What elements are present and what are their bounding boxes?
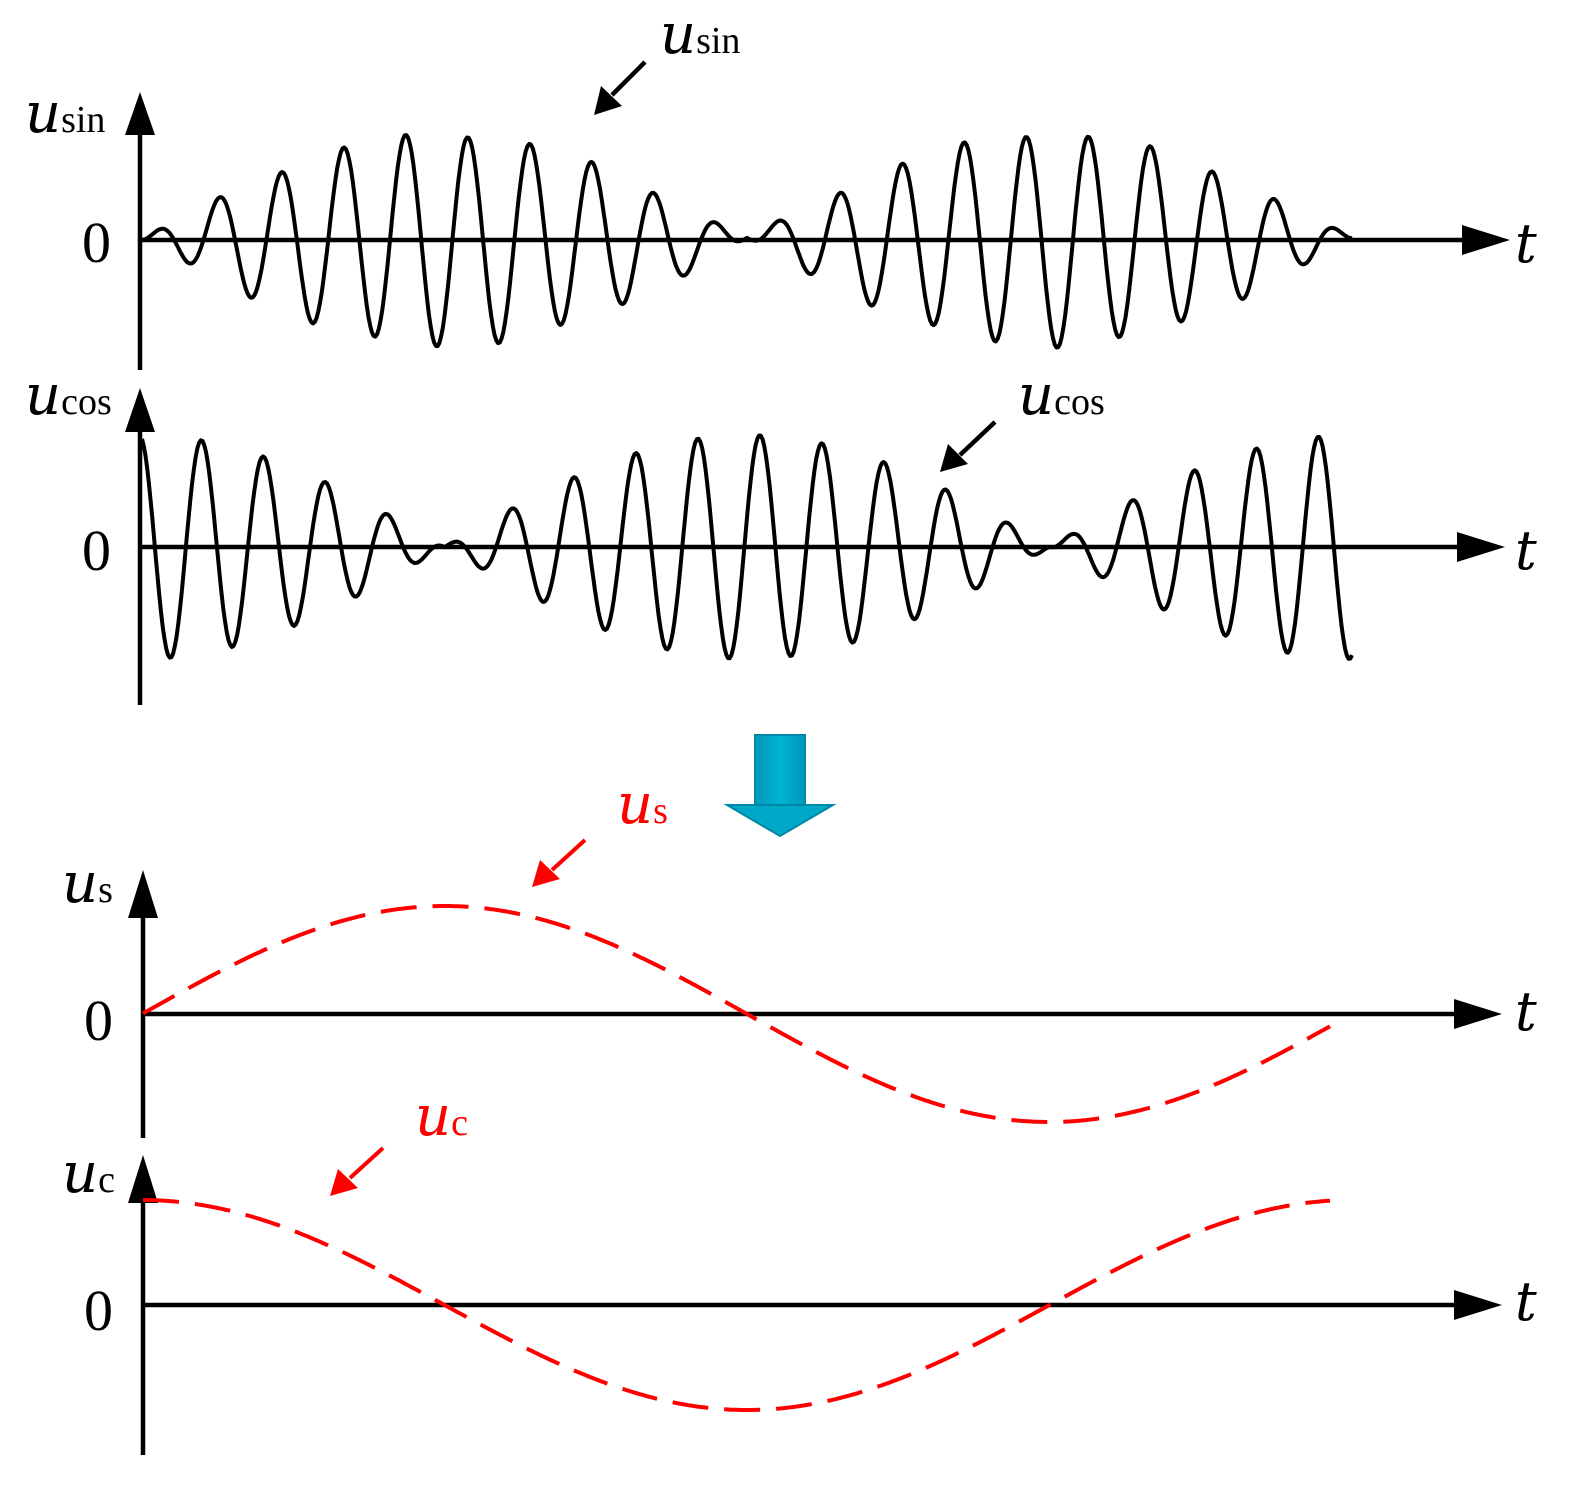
usin-callout-label: usin	[660, 2, 740, 67]
ucos-axis-label: ucos	[25, 363, 112, 428]
ucos-t-arrowhead	[1457, 532, 1505, 562]
uc-callout-arrow	[330, 1146, 385, 1196]
us-t-arrowhead	[1454, 999, 1502, 1029]
usin-waveform	[141, 133, 1353, 350]
ucos-y-arrowhead	[125, 388, 155, 432]
uc-y-arrowhead	[128, 1155, 158, 1203]
usin-t-arrowhead	[1462, 225, 1510, 255]
us-y-arrowhead	[128, 870, 158, 918]
usin-y-arrowhead	[125, 92, 155, 135]
panel-ucos: 0 t ucos ucos	[25, 363, 1537, 705]
us-zero-label: 0	[84, 988, 113, 1053]
uc-t-label: t	[1515, 1270, 1537, 1333]
down-arrow-icon	[723, 734, 837, 838]
us-envelope	[142, 904, 1332, 1124]
panel-uc: 0 t uc uc	[62, 1084, 1537, 1455]
panel-us: 0 t us us	[62, 772, 1537, 1138]
uc-callout-label: uc	[415, 1084, 468, 1149]
us-axis-label: us	[62, 851, 113, 916]
usin-t-label: t	[1515, 212, 1537, 275]
ucos-callout-label: ucos	[1018, 363, 1105, 428]
usin-axis-label: usin	[25, 81, 105, 146]
usin-zero-label: 0	[82, 210, 111, 275]
uc-t-arrowhead	[1454, 1290, 1502, 1320]
panel-usin: 0 t usin usin	[25, 2, 1537, 370]
uc-axis-label: uc	[62, 1141, 115, 1206]
us-callout-arrow	[532, 838, 587, 887]
us-callout-label: us	[617, 772, 668, 837]
ucos-t-label: t	[1515, 519, 1537, 582]
uc-zero-label: 0	[84, 1278, 113, 1343]
ucos-zero-label: 0	[82, 518, 111, 583]
ucos-callout-arrow	[940, 420, 997, 472]
uc-envelope	[143, 1198, 1331, 1412]
us-t-label: t	[1515, 980, 1537, 1043]
usin-callout-arrow	[594, 60, 647, 115]
ucos-waveform	[140, 433, 1354, 661]
